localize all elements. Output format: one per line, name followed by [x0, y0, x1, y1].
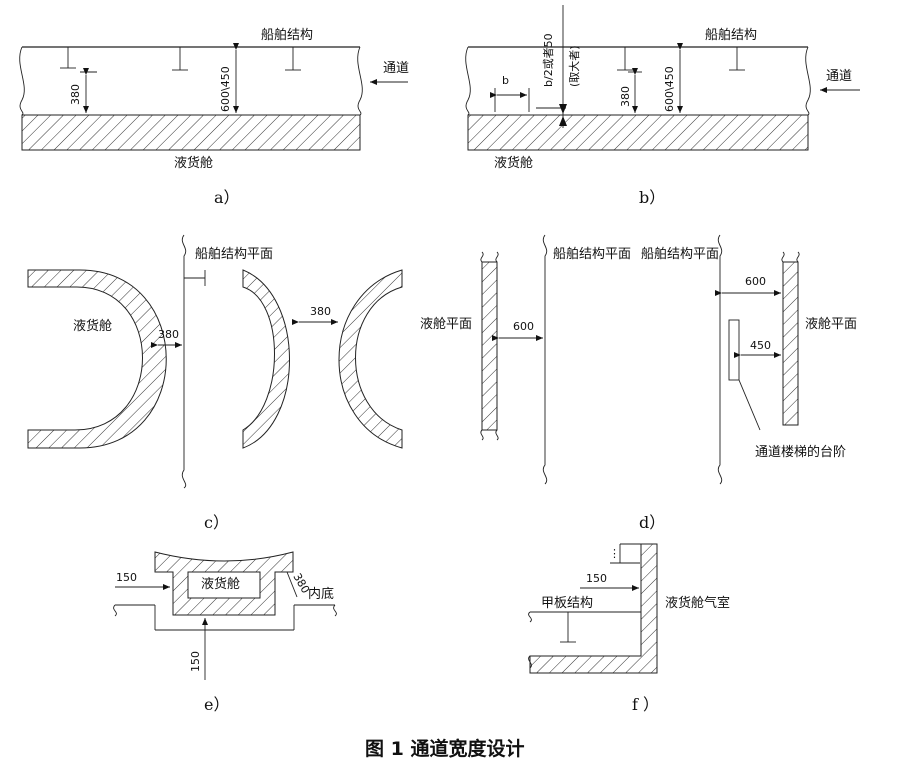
dim-150-v-text: 150 — [189, 651, 202, 672]
dim-150-text: 150 — [586, 572, 607, 585]
figure-caption: 图 1 通道宽度设计 — [365, 737, 524, 760]
ladder-step-box — [728, 319, 740, 381]
ship-structure-plane-left-label: 船舶结构平面 — [553, 246, 631, 262]
panel-letter: c） — [204, 513, 229, 532]
ship-structure-plane-line — [181, 234, 187, 489]
dim-600-left-text: 600 — [513, 320, 534, 333]
dome-label: 液货舱气室 — [665, 595, 730, 611]
dim-600-450-text: 600\450 — [219, 66, 232, 112]
deck-structure-label: 甲板结构 — [541, 596, 593, 611]
panel-letter: d） — [639, 513, 665, 532]
cargo-tank-hatch — [21, 114, 361, 151]
dot-marker: ⋮ — [609, 547, 620, 560]
break-line-left — [19, 46, 25, 116]
passage-label: 通道 — [826, 69, 852, 84]
panel-e: 150 150 380 液货舱 内底 e） — [113, 551, 337, 714]
panel-letter: b） — [639, 188, 665, 207]
dim-380-right-text: 380 — [310, 305, 331, 318]
dim-600-450-text: 600\450 — [663, 66, 676, 112]
cargo-tank-label: 液货舱 — [494, 155, 533, 171]
panel-f: ⋮ 150 甲板结构 液货舱气室 f ） — [528, 543, 730, 714]
dim-380-text: 380 — [69, 84, 82, 105]
panel-a: 380 600\450 船舶结构 通道 液货舱 a） — [19, 27, 409, 207]
tank-plane-left-label: 液舱平面 — [420, 317, 472, 332]
dim-600-right-text: 600 — [745, 275, 766, 288]
panel-letter: f ） — [632, 695, 659, 714]
inner-bottom-label: 内底 — [308, 586, 334, 602]
dim-380-left-text: 380 — [158, 328, 179, 341]
passage-label: 通道 — [383, 61, 409, 76]
dim-150-h-text: 150 — [116, 571, 137, 584]
ship-structure-plane-label: 船舶结构平面 — [195, 246, 273, 262]
panel-letter: e） — [204, 695, 229, 714]
panel-c: 380 船舶结构平面 液货舱 380 c） — [27, 234, 403, 532]
cargo-tank-label: 液货舱 — [174, 155, 213, 171]
ship-structure-label: 船舶结构 — [261, 27, 313, 43]
break-line-right — [357, 46, 363, 116]
dim-b2-text: b/2或者50 — [542, 33, 555, 87]
tank-plane-right-label: 液舱平面 — [805, 317, 857, 332]
panel-letter: a） — [214, 188, 240, 207]
dim-380-text: 380 — [619, 86, 632, 107]
panel-b: b b/2或者50 (取大者) 380 600\450 船舶结构 通道 液货舱 … — [465, 5, 860, 207]
dim-450-text: 450 — [750, 339, 771, 352]
ship-structure-label: 船舶结构 — [705, 27, 757, 43]
cargo-tank-label: 液货舱 — [73, 318, 112, 334]
panel-d: 600 液舱平面 船舶结构平面 600 450 船舶结构平面 液舱平面 通道楼梯… — [420, 234, 857, 532]
ladder-step-label: 通道楼梯的台阶 — [755, 444, 846, 460]
cargo-tank-label: 液货舱 — [201, 576, 240, 592]
ship-structure-plane-right-label: 船舶结构平面 — [641, 246, 719, 262]
dim-b-text: b — [502, 74, 509, 87]
dim-b2-note: (取大者) — [567, 45, 581, 87]
cargo-tank-shell — [27, 269, 167, 449]
